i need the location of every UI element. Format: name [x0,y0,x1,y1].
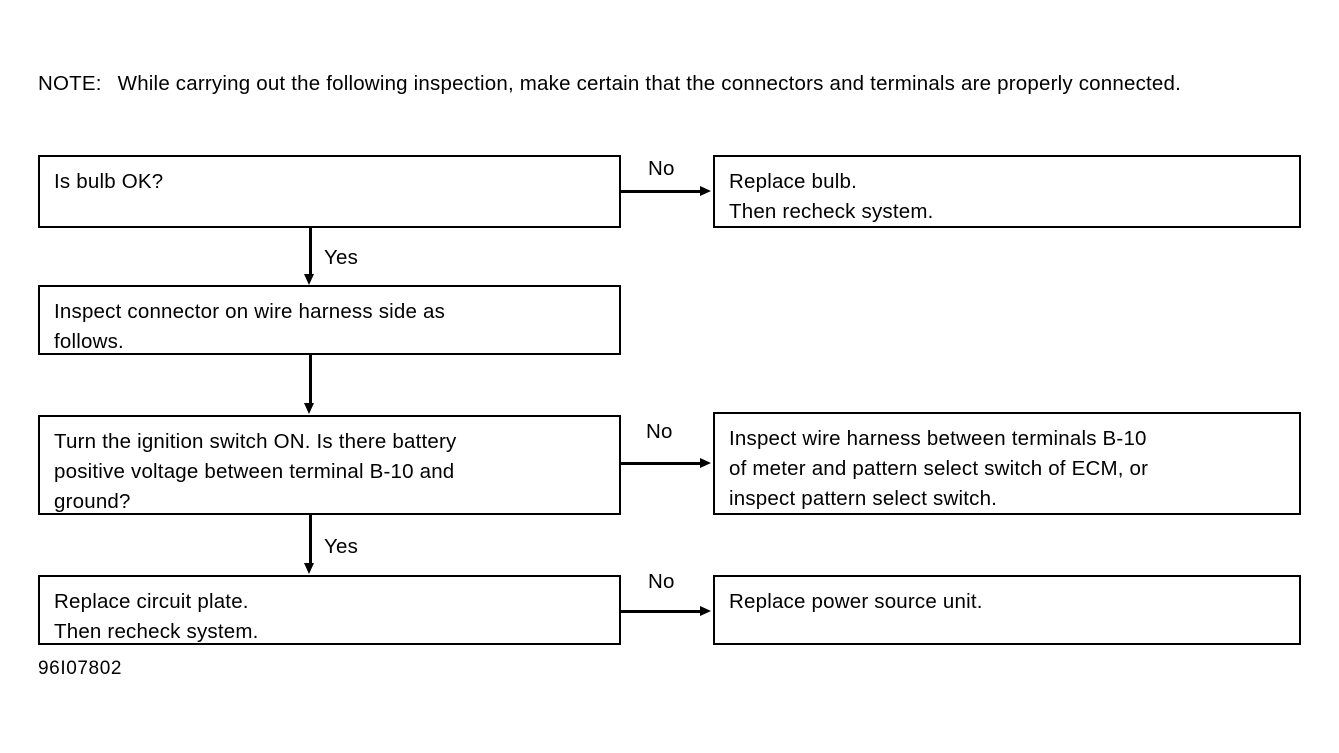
branch-label-no-bulb: No [648,157,675,180]
arrow-right-icon [700,605,711,616]
arrow-down-icon [304,403,314,414]
branch-label-yes-ignition: Yes [324,535,359,558]
flow-box-line: positive voltage between terminal B-10 a… [54,460,455,483]
flow-box-line: follows. [54,330,124,353]
flow-box-line: Inspect connector on wire harness side a… [54,300,446,323]
arrow-down-icon [304,563,314,574]
connector-line-ignition-to-circuit-plate [309,515,312,564]
arrow-right-icon [700,457,711,468]
branch-label-no-circuit-plate: No [648,570,675,593]
flow-box-line: Replace bulb. [729,170,857,193]
flow-box-line: Inspect wire harness between terminals B… [729,427,1147,450]
connector-line-bulb-to-replace-bulb [621,190,702,193]
flow-box-line: inspect pattern select switch. [729,487,998,510]
flow-box-line: Replace power source unit. [729,590,983,613]
flow-box-line: Then recheck system. [54,620,259,643]
flow-box-inspect-connector: Inspect connector on wire harness side a… [38,285,621,355]
note-paragraph: NOTE: While carrying out the following in… [38,68,1308,99]
flow-box-line: Turn the ignition switch ON. Is there ba… [54,430,457,453]
note-label: NOTE: [38,72,102,95]
figure-id: 96I07802 [38,658,123,679]
flow-box-ignition-switch: Turn the ignition switch ON. Is there ba… [38,415,621,515]
note-text: While carrying out the following inspect… [117,72,1182,95]
arrow-down-icon [304,274,314,285]
flow-box-line: Then recheck system. [729,200,934,223]
flow-box-line: ground? [54,490,131,513]
connector-line-circuit-plate-to-power-source [621,610,702,613]
arrow-right-icon [700,185,711,196]
connector-line-inspect-connector-to-ignition [309,355,312,403]
flow-box-line: of meter and pattern select switch of EC… [729,457,1149,480]
flow-box-line: Replace circuit plate. [54,590,249,613]
flow-box-replace-circuit-plate: Replace circuit plate. Then recheck syst… [38,575,621,645]
connector-line-bulb-to-inspect-connector [309,228,312,275]
flow-box-line: Is bulb OK? [54,170,164,193]
branch-label-yes-bulb: Yes [324,246,359,269]
flow-box-replace-bulb: Replace bulb. Then recheck system. [713,155,1301,228]
flow-box-inspect-harness: Inspect wire harness between terminals B… [713,412,1301,515]
branch-label-no-ignition: No [646,420,673,443]
flow-box-bulb-ok: Is bulb OK? [38,155,621,228]
connector-line-ignition-to-inspect-harness [621,462,702,465]
flow-box-replace-power-source: Replace power source unit. [713,575,1301,645]
